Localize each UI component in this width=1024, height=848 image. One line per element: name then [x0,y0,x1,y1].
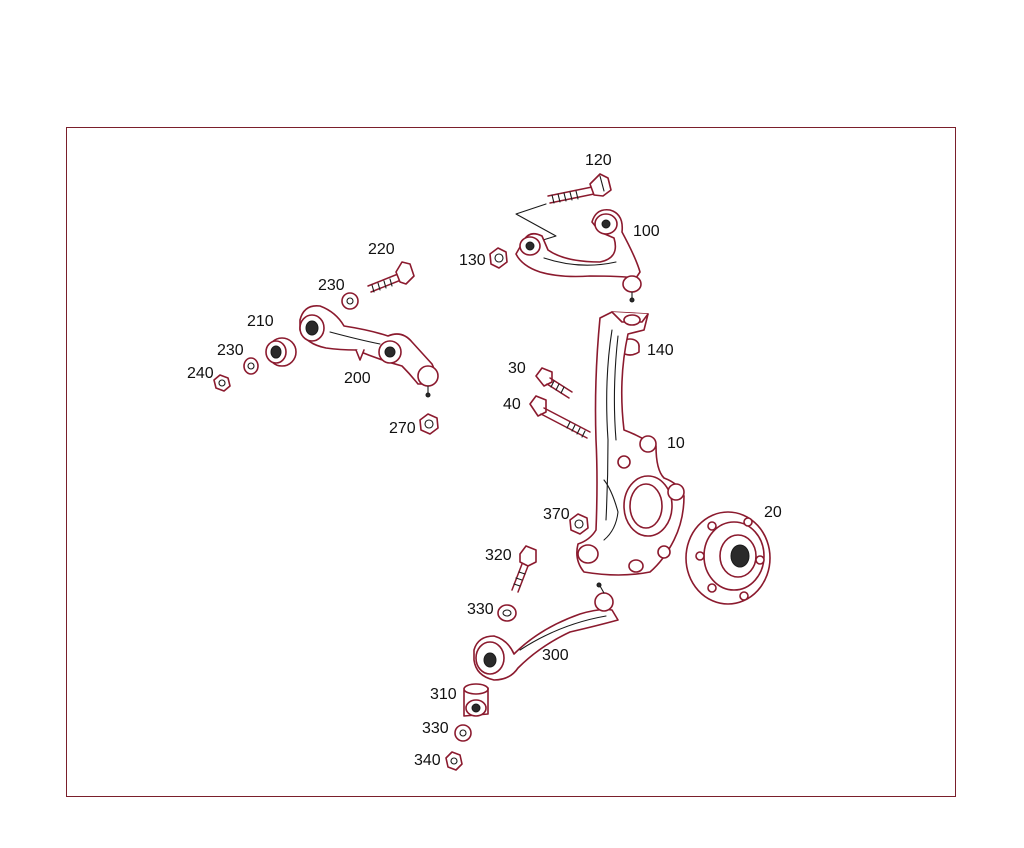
part-200-strut-arm [299,304,439,398]
part-300-lower-arm [473,582,619,681]
part-270-nut [419,413,439,435]
part-120-bolt [547,173,612,204]
part-330-washer-a [497,604,517,622]
callout-40: 40 [503,396,521,413]
callout-370: 370 [543,506,570,523]
callout-140: 140 [647,342,674,359]
callout-130: 130 [459,252,486,269]
part-230-washer-a [341,292,359,310]
part-30-bolt [535,367,573,399]
callout-300: 300 [542,647,569,664]
part-100-upper-arm [515,208,642,303]
callout-230-b: 230 [217,342,244,359]
part-320-bolt [511,545,537,593]
diagram-frame [66,127,956,797]
part-240-nut [213,374,231,392]
part-210-bushing [265,337,297,367]
callout-210: 210 [247,313,274,330]
part-330-washer-b [454,724,472,742]
callout-270: 270 [389,420,416,437]
part-370-nut [569,513,589,535]
callout-310: 310 [430,686,457,703]
callout-30: 30 [508,360,526,377]
part-130-nut [489,247,508,269]
callout-220: 220 [368,241,395,258]
callout-340: 340 [414,752,441,769]
part-310-bushing [463,683,489,717]
part-340-nut [445,751,463,771]
part-40-bolt [529,395,591,439]
part-230-washer-b [243,357,259,375]
callout-120: 120 [585,152,612,169]
callout-330-b: 330 [422,720,449,737]
callout-200: 200 [344,370,371,387]
callout-230-a: 230 [318,277,345,294]
callout-100: 100 [633,223,660,240]
callout-330-a: 330 [467,601,494,618]
part-220-bolt [367,261,415,293]
callout-240: 240 [187,365,214,382]
part-10-steering-knuckle [576,311,685,576]
callout-320: 320 [485,547,512,564]
callout-10: 10 [667,435,685,452]
part-20-wheel-hub [685,511,771,605]
callout-20: 20 [764,504,782,521]
